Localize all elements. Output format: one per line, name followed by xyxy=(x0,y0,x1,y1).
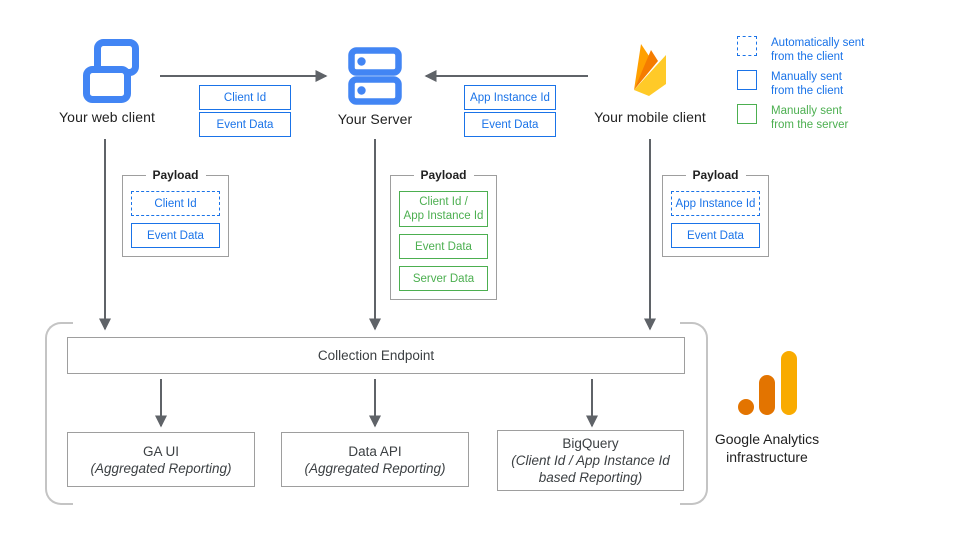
data-api-title: Data API xyxy=(348,443,402,459)
payload-title-server: Payload xyxy=(413,168,474,182)
payload-web-event-data: Event Data xyxy=(131,223,220,248)
payload-server-server-data: Server Data xyxy=(399,266,488,291)
data-api-subtitle: (Aggregated Reporting) xyxy=(304,460,446,476)
legend-swatch-solid-green xyxy=(737,104,757,124)
flow-chip-client-id: Client Id xyxy=(199,85,291,110)
mobile-client-label: Your mobile client xyxy=(594,109,706,125)
web-client-label: Your web client xyxy=(59,109,155,125)
payload-title-mobile: Payload xyxy=(685,168,746,182)
web-client-icon xyxy=(83,39,139,103)
google-analytics-icon xyxy=(738,351,797,415)
data-api-box: Data API (Aggregated Reporting) xyxy=(281,432,469,487)
firebase-icon xyxy=(634,44,666,96)
payload-server-ids: Client Id / App Instance Id xyxy=(399,191,488,227)
flow-chip-event-data: Event Data xyxy=(199,112,291,137)
legend-swatch-solid-blue xyxy=(737,70,757,90)
ga-ui-subtitle: (Aggregated Reporting) xyxy=(90,460,232,476)
collection-endpoint-label: Collection Endpoint xyxy=(317,348,435,363)
payload-box-server: Payload Client Id / App Instance Id Even… xyxy=(390,168,497,300)
payload-server-event-data: Event Data xyxy=(399,234,488,259)
payload-mobile-event-data: Event Data xyxy=(671,223,760,248)
flow-chip-event-data-mobile: Event Data xyxy=(464,112,556,137)
server-icon xyxy=(348,47,402,105)
legend-item-manual-server: Manually sent from the server xyxy=(737,104,848,132)
payload-title-web: Payload xyxy=(145,168,206,182)
legend-label-manual-server: Manually sent from the server xyxy=(771,105,849,131)
bigquery-title: BigQuery xyxy=(562,436,619,451)
payload-web-client-id: Client Id xyxy=(131,191,220,216)
legend-label-manual-client: Manually sent from the client xyxy=(771,71,844,97)
ga-ui-box: GA UI (Aggregated Reporting) xyxy=(67,432,255,487)
flow-chip-app-instance-id: App Instance Id xyxy=(464,85,556,110)
infrastructure-bracket-left xyxy=(45,322,73,505)
server-label: Your Server xyxy=(337,111,413,127)
google-analytics-infrastructure: Google Analytics infrastructure xyxy=(712,350,822,466)
legend-item-auto-client: Automatically sent from the client xyxy=(737,36,864,64)
legend-label-auto-client: Automatically sent from the client xyxy=(771,37,865,63)
bigquery-box: BigQuery (Client Id / App Instance Id ba… xyxy=(497,430,684,491)
infrastructure-bracket-right xyxy=(680,322,708,505)
bigquery-subtitle: (Client Id / App Instance Id based Repor… xyxy=(511,453,670,485)
legend-item-manual-client: Manually sent from the client xyxy=(737,70,843,98)
payload-mobile-app-instance-id: App Instance Id xyxy=(671,191,760,216)
ga-ui-title: GA UI xyxy=(142,443,179,459)
legend-swatch-dashed-blue xyxy=(737,36,757,56)
google-analytics-caption: Google Analytics infrastructure xyxy=(714,431,820,465)
collection-endpoint-box: Collection Endpoint xyxy=(67,337,685,374)
payload-box-web: Payload Client Id Event Data xyxy=(122,168,229,257)
payload-box-mobile: Payload App Instance Id Event Data xyxy=(662,168,769,257)
